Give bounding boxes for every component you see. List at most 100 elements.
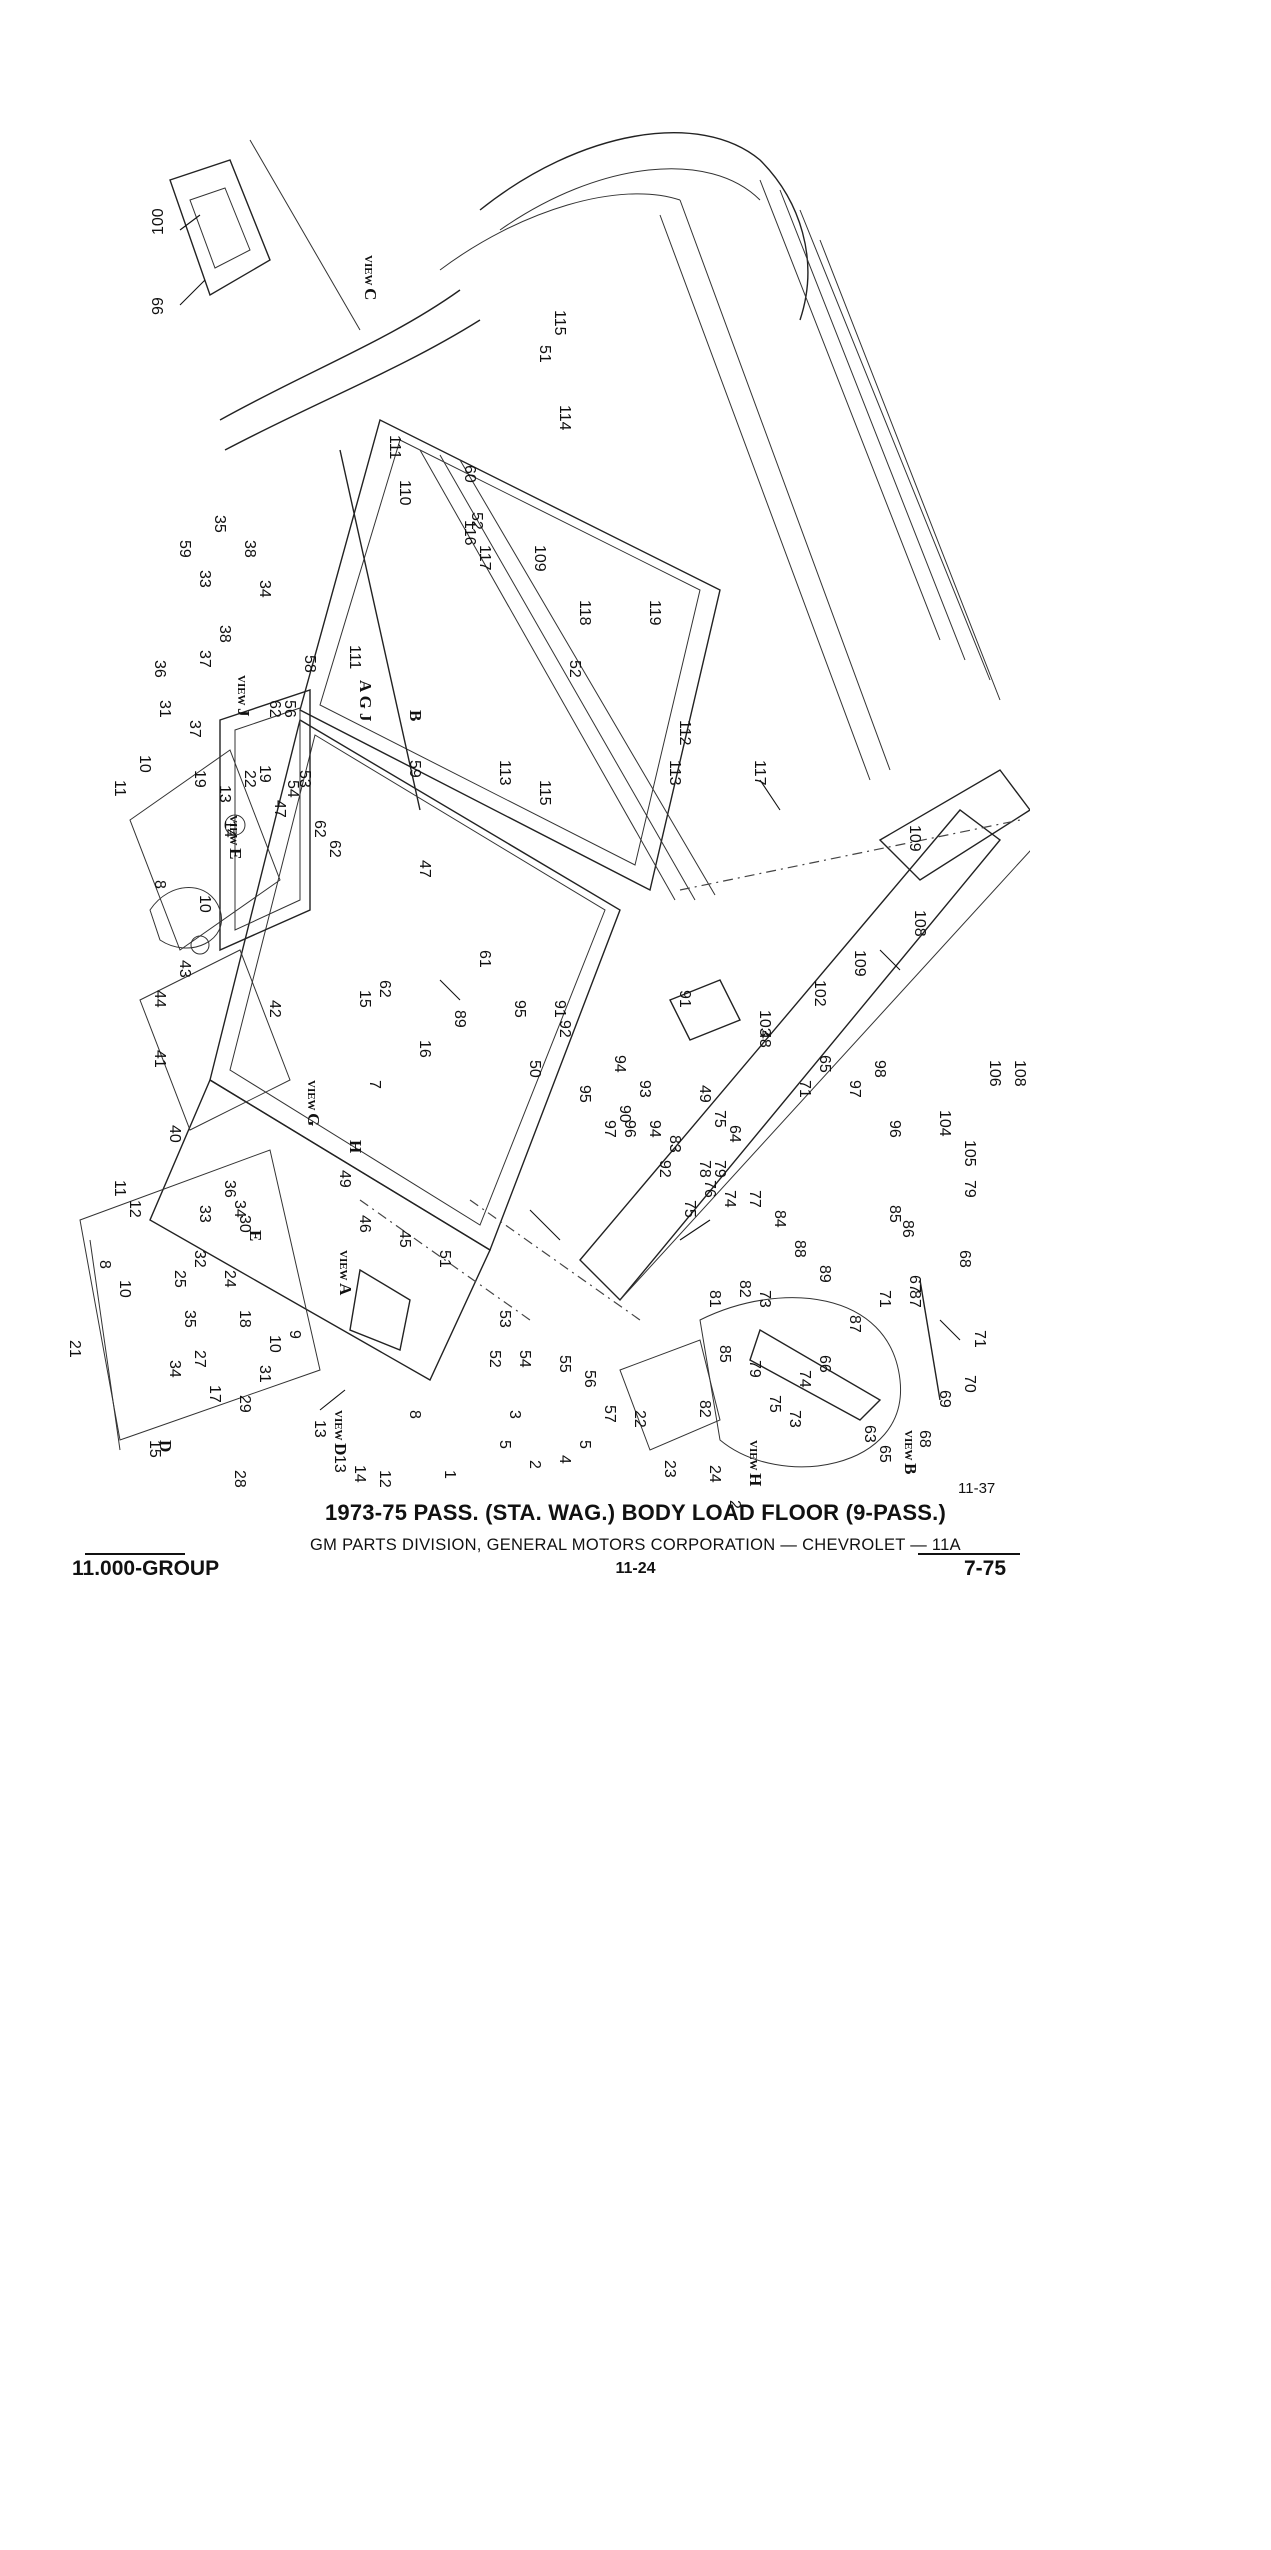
callout-label: 63 [861, 1425, 878, 1443]
callout-label: 92 [556, 1020, 573, 1038]
callout-label: 30 [236, 1215, 253, 1233]
body-roof-outline [479, 132, 809, 321]
leader-line [529, 1209, 561, 1241]
callout-label: 87 [846, 1315, 863, 1333]
figure-number: 11-37 [958, 1480, 996, 1497]
callout-label: 13 [331, 1455, 348, 1473]
callout-label: 58 [301, 655, 318, 673]
callout-label: 51 [536, 345, 553, 363]
callout-label: 75 [711, 1110, 728, 1128]
figure-title: 1973-75 PASS. (STA. WAG.) BODY LOAD FLOO… [325, 1500, 946, 1525]
callout-label: 49 [696, 1085, 713, 1103]
hinge-arm-lower [224, 319, 481, 451]
callout-label: 51 [436, 1250, 453, 1268]
callout-label: 96 [886, 1120, 903, 1138]
callout-label: 79 [711, 1160, 728, 1178]
callout-label: 71 [971, 1330, 988, 1348]
revision-date: 7-75 [964, 1557, 1007, 1580]
callout-label: 11 [111, 780, 128, 797]
callout-label: 24 [706, 1465, 723, 1483]
callout-label: 32 [191, 1250, 208, 1268]
seat-frame-side [339, 449, 421, 811]
callout-label: 52 [486, 1350, 503, 1368]
callout-label: 97 [846, 1080, 863, 1098]
pointer-d: D [156, 1440, 175, 1452]
callout-label: 98 [871, 1060, 888, 1078]
floor-sill-rail-edge [619, 850, 1030, 1301]
callout-label: 108 [1011, 1060, 1028, 1087]
callout-label: 64 [726, 1125, 743, 1143]
callout-label: 15 [146, 1440, 163, 1458]
callout-label: 52 [468, 512, 485, 530]
callout-label: 96 [621, 1120, 638, 1138]
callout-label: 99 [150, 297, 167, 315]
callout-label: 77 [746, 1190, 763, 1208]
callout-label: 10 [196, 895, 213, 913]
callout-label: 31 [256, 1365, 273, 1383]
callout-label: 3 [506, 1410, 523, 1419]
view-g-label: VIEW G [304, 1080, 323, 1126]
group-number: 11.000-GROUP [72, 1557, 220, 1580]
callout-label: 86 [899, 1220, 916, 1238]
callout-label: 28 [231, 1470, 248, 1488]
callout-label: 8 [151, 880, 168, 889]
callout-label: 47 [271, 800, 288, 818]
callout-label: 91 [676, 990, 693, 1008]
callout-label: 1 [441, 1470, 458, 1479]
footer-rule-right [918, 1553, 1020, 1555]
callout-label: 37 [196, 650, 213, 668]
callout-label: 84 [771, 1210, 788, 1228]
callout-label: 52 [566, 660, 583, 678]
callout-label: 106 [986, 1060, 1003, 1087]
callout-label: 118 [576, 600, 593, 626]
view-j-label: VIEW J [234, 675, 253, 717]
callout-label: 74 [721, 1190, 738, 1208]
view-g-region [139, 949, 291, 1131]
callout-label: 94 [646, 1120, 663, 1138]
hinge-linkage [349, 1268, 411, 1351]
callout-label: 16 [416, 1040, 433, 1058]
callout-label: 10 [266, 1335, 283, 1353]
callout-label: 57 [601, 1405, 618, 1423]
pointer-agj: A G J [356, 680, 375, 722]
floor-sill-rail [579, 809, 1002, 1302]
callout-label: 54 [284, 780, 301, 798]
callout-label: 62 [311, 820, 328, 838]
callout-label: 82 [736, 1280, 753, 1298]
callout-label: 110 [396, 480, 413, 506]
callout-label: 56 [281, 700, 298, 718]
callout-label: 68 [916, 1430, 933, 1448]
callout-label: 8 [96, 1260, 113, 1269]
callout-label: 47 [416, 860, 433, 878]
callout-label: 17 [206, 1385, 223, 1403]
view-b-label: VIEW B [901, 1430, 920, 1474]
view-e-bumper [190, 935, 210, 955]
body-roof-inner-1 [499, 168, 761, 231]
alignment-line-3 [469, 1199, 641, 1321]
callout-label: 114 [556, 405, 573, 431]
callout-label: 11 [111, 1180, 128, 1197]
callout-label: 89 [451, 1010, 468, 1028]
callout-label: 65 [816, 1055, 833, 1073]
callout-label: 97 [601, 1120, 618, 1138]
callout-label: 49 [336, 1170, 353, 1188]
callout-label: 108 [911, 910, 928, 937]
callout-label: 81 [706, 1290, 723, 1308]
callout-label: 38 [241, 540, 258, 558]
callout-label: 34 [166, 1360, 183, 1378]
callout-label: 24 [221, 1270, 238, 1288]
callout-label: 66 [816, 1355, 833, 1373]
callout-label: 53 [496, 1310, 513, 1328]
page-number: 11-24 [615, 1560, 656, 1577]
rear-seat-back-rib-3 [459, 459, 716, 896]
callout-label: 62 [326, 840, 343, 858]
seat-cushion-frame [219, 689, 311, 952]
view-labels: VIEW C VIEW J VIEW E VIEW G VIEW A VIEW … [156, 255, 920, 1486]
callout-label: 8 [406, 1410, 423, 1419]
callout-label: 14 [351, 1465, 368, 1483]
rear-cross-sill [878, 769, 1030, 881]
callout-label: 76 [701, 1180, 718, 1198]
callout-label: 25 [171, 1270, 188, 1288]
callout-label: 13 [311, 1420, 328, 1438]
